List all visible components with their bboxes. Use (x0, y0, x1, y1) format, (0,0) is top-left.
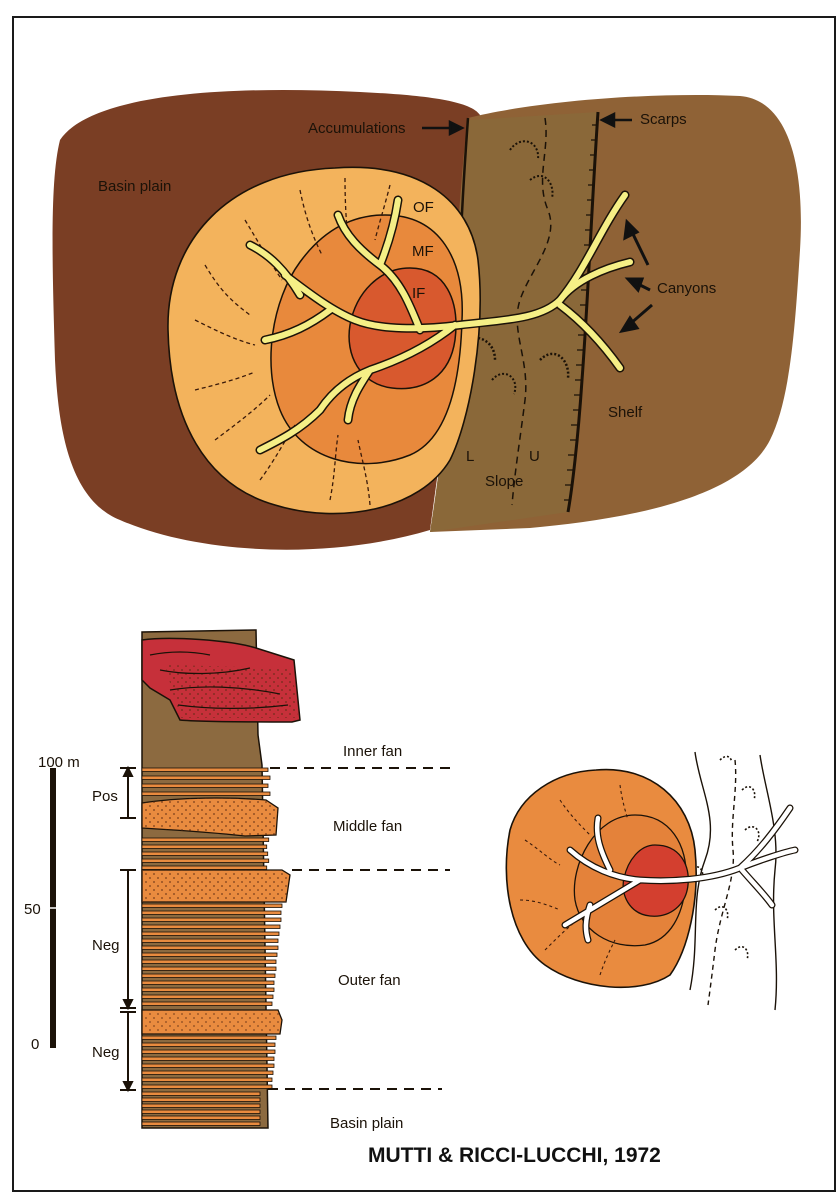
column-bed (142, 946, 278, 950)
column-bed (142, 953, 277, 957)
slope-lower-label: L (466, 448, 474, 465)
column-bed (142, 1085, 272, 1089)
scale-label-0: 0 (31, 1036, 39, 1053)
inner-fan-label: IF (412, 285, 425, 302)
column-bed (142, 981, 274, 985)
column-bed (142, 1071, 273, 1075)
column-bed (142, 852, 268, 856)
column-bed (142, 925, 280, 929)
column-bed (142, 1098, 260, 1102)
column-bed (142, 1092, 260, 1096)
column-bed (142, 792, 270, 796)
column-bed (142, 838, 269, 842)
neg-label-lower: Neg (92, 1044, 120, 1061)
basin-plain-label: Basin plain (98, 178, 171, 195)
column-bed (142, 776, 270, 780)
column-bed (142, 1078, 272, 1082)
slope-label: Slope (485, 473, 523, 490)
column-bed (142, 904, 282, 908)
pos-label: Pos (92, 788, 118, 805)
column-bed (142, 768, 268, 772)
column-bed (142, 845, 267, 849)
citation-credit: MUTTI & RICCI-LUCCHI, 1972 (368, 1144, 661, 1167)
shelf-label: Shelf (608, 404, 643, 421)
canyons-label: Canyons (657, 280, 716, 297)
middle-fan-label: MF (412, 243, 434, 260)
basin-plain-section-label: Basin plain (330, 1115, 403, 1132)
column-bed (142, 932, 279, 936)
column-bed (142, 1043, 275, 1047)
column-bed (142, 1122, 260, 1126)
column-bed (142, 1104, 260, 1108)
outer-fan-label: Outer fan (338, 972, 401, 989)
column-bed (142, 1064, 274, 1068)
column-bed (142, 1116, 260, 1120)
paleogeographic-map: Basin plain Accumulations Scarps OF MF I… (53, 90, 801, 550)
accumulations-label: Accumulations (308, 120, 406, 137)
scarps-label: Scarps (640, 111, 687, 128)
column-bed (142, 784, 268, 788)
middle-fan-label: Middle fan (333, 818, 402, 835)
stratigraphic-column: 100 m 50 0 Pos Neg Neg Inner f (24, 630, 450, 1132)
column-bed (142, 911, 281, 915)
scale-label-50: 50 (24, 901, 41, 918)
column-bed (142, 859, 269, 863)
column-bed (142, 995, 273, 999)
small-fan-map (506, 752, 795, 1010)
scale-label-100m: 100 m (38, 754, 80, 771)
column-bed (142, 1050, 275, 1054)
column-bed (142, 866, 267, 870)
column-orange-lens-outer-dots (142, 870, 290, 902)
column-bed (142, 1036, 276, 1040)
column-bed (142, 918, 281, 922)
column-bed (142, 939, 278, 943)
column-bed (142, 967, 276, 971)
column-bed (142, 1110, 260, 1114)
inner-fan-label: Inner fan (343, 743, 402, 760)
column-bed (142, 1057, 274, 1061)
slope-upper-label: U (529, 448, 540, 465)
neg-cycle-arrow-lower (120, 1012, 136, 1090)
outer-fan-label: OF (413, 199, 434, 216)
column-bed (142, 960, 276, 964)
column-orange-lens-lower-dots (142, 1010, 282, 1034)
neg-cycle-arrow-upper (120, 870, 136, 1008)
column-bed (142, 974, 275, 978)
neg-label-upper: Neg (92, 937, 120, 954)
pos-cycle-arrow (120, 768, 136, 818)
column-bed (142, 1002, 272, 1006)
small-slope-dashes (708, 760, 736, 1005)
column-bed (142, 988, 274, 992)
